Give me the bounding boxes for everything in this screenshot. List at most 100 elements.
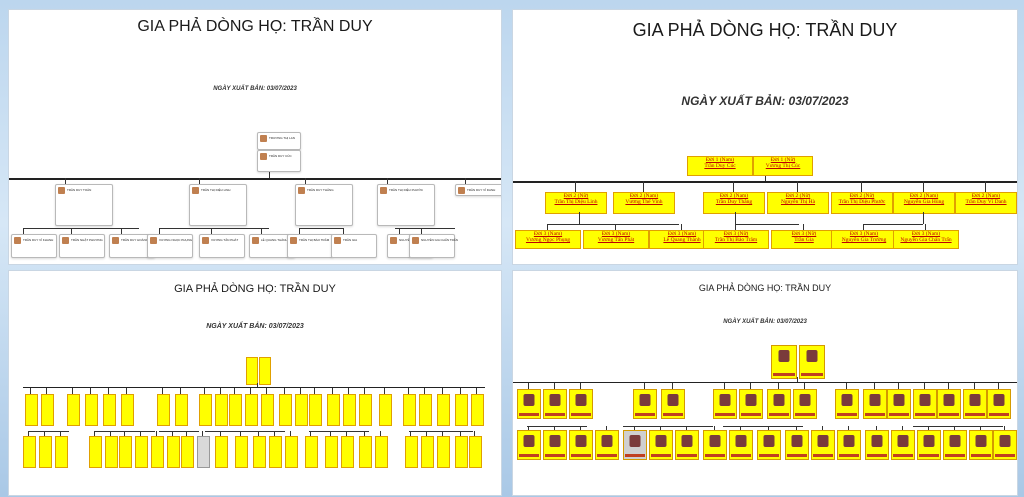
member-card[interactable] (675, 430, 699, 460)
member-card[interactable]: TRƯƠNG THỊ LAN (257, 132, 301, 150)
member-card[interactable] (891, 430, 915, 460)
member-box[interactable] (269, 436, 282, 468)
member-box[interactable] (135, 436, 148, 468)
member-box[interactable] (157, 394, 170, 426)
member-box[interactable] (215, 394, 228, 426)
member-card[interactable] (517, 430, 541, 460)
member-card[interactable]: TRẦN GIA (331, 234, 377, 258)
member-card[interactable] (993, 430, 1017, 460)
member-box[interactable]: Đời 2 (Nữ)Nguyễn Thị Hà (767, 192, 829, 214)
member-card[interactable]: TRẦN DUY VĨ DANH (455, 184, 501, 196)
member-box[interactable] (469, 436, 482, 468)
member-card[interactable] (517, 389, 541, 419)
member-card[interactable] (703, 430, 727, 460)
member-box[interactable] (67, 394, 80, 426)
member-box[interactable] (325, 436, 338, 468)
member-box[interactable] (305, 436, 318, 468)
member-box[interactable]: Đời 3 (Nam)Vương Tấn Phát (583, 230, 649, 249)
member-box[interactable] (327, 394, 340, 426)
member-box[interactable] (235, 436, 248, 468)
member-box[interactable] (437, 436, 450, 468)
member-box[interactable]: Đời 3 (Nam)Nguyễn Gia Chấn Trấn (893, 230, 959, 249)
member-card[interactable] (963, 389, 987, 419)
family-tree-slide-4[interactable]: GIA PHẢ DÒNG HỌ: TRẦN DUY NGÀY XUẤT BẢN:… (512, 270, 1018, 496)
member-box[interactable]: Đời 3 (Nữ)Trần Gia (771, 230, 837, 249)
member-card[interactable] (937, 389, 961, 419)
member-box[interactable] (103, 394, 116, 426)
member-box[interactable] (119, 436, 132, 468)
member-box[interactable] (375, 436, 388, 468)
member-box[interactable] (359, 436, 372, 468)
member-card[interactable] (623, 430, 647, 460)
member-box[interactable]: Đời 3 (Nam)Lê Quang Thành (649, 230, 715, 249)
member-box[interactable] (41, 394, 54, 426)
member-box[interactable] (215, 436, 228, 468)
member-card[interactable]: VƯƠNG TẤN PHÁT (199, 234, 245, 258)
member-card[interactable] (811, 430, 835, 460)
member-box[interactable] (455, 394, 468, 426)
member-card[interactable] (713, 389, 737, 419)
member-box[interactable] (285, 436, 298, 468)
member-card[interactable] (969, 430, 993, 460)
member-box[interactable] (471, 394, 484, 426)
member-card[interactable] (865, 430, 889, 460)
member-card[interactable] (757, 430, 781, 460)
member-card[interactable] (785, 430, 809, 460)
member-card[interactable] (543, 389, 567, 419)
member-box[interactable] (151, 436, 164, 468)
member-card[interactable]: NGUYỄN GIA CHẤN TRẤN (409, 234, 458, 258)
member-card[interactable] (863, 389, 887, 419)
member-box[interactable] (309, 394, 322, 426)
member-card[interactable] (649, 430, 673, 460)
member-box[interactable] (421, 436, 434, 468)
member-box[interactable]: Đời 3 (Nam)Nguyễn Gia Trường (831, 230, 897, 249)
member-box[interactable] (259, 357, 271, 385)
family-tree-slide-3[interactable]: GIA PHẢ DÒNG HỌ: TRẦN DUY NGÀY XUẤT BẢN:… (8, 270, 502, 496)
member-card[interactable] (595, 430, 619, 460)
member-box[interactable] (246, 357, 258, 385)
member-box[interactable] (229, 394, 242, 426)
member-box[interactable] (437, 394, 450, 426)
member-box[interactable] (341, 436, 354, 468)
member-box[interactable] (295, 394, 308, 426)
member-card[interactable]: TRẦN DUY TOÀN (55, 184, 113, 226)
member-card[interactable] (987, 389, 1011, 419)
member-card[interactable] (569, 430, 593, 460)
family-tree-slide-2[interactable]: GIA PHẢ DÒNG HỌ: TRẦN DUY NGÀY XUẤT BẢN:… (512, 9, 1018, 265)
member-box[interactable]: Đời 3 (Nam)Vương Ngọc Phụng (515, 230, 581, 249)
member-box[interactable] (261, 394, 274, 426)
member-box[interactable] (55, 436, 68, 468)
member-box[interactable] (167, 436, 180, 468)
member-card[interactable] (837, 430, 861, 460)
member-box[interactable]: Đời 2 (Nữ)Trần Thị Diệu Phước (831, 192, 893, 214)
member-box[interactable]: Đời 1 (Nữ)Vương Thị Cúc (753, 156, 813, 176)
member-box[interactable] (279, 394, 292, 426)
member-box[interactable] (379, 394, 392, 426)
member-card[interactable] (569, 389, 593, 419)
member-box[interactable] (253, 436, 266, 468)
member-box[interactable] (85, 394, 98, 426)
member-box[interactable]: Đời 2 (Nữ)Trần Thị Diệu Linh (545, 192, 607, 214)
member-box[interactable] (89, 436, 102, 468)
member-box[interactable] (405, 436, 418, 468)
member-card[interactable] (543, 430, 567, 460)
member-card[interactable] (917, 430, 941, 460)
member-box[interactable] (181, 436, 194, 468)
member-box[interactable] (419, 394, 432, 426)
family-tree-slide-1[interactable]: GIA PHẢ DÒNG HỌ: TRẦN DUY NGÀY XUẤT BẢN:… (8, 9, 502, 265)
member-card[interactable] (835, 389, 859, 419)
member-card[interactable]: TRẦN DUY THẮNG (295, 184, 353, 226)
member-box[interactable] (455, 436, 468, 468)
member-box[interactable] (39, 436, 52, 468)
member-card[interactable]: TRẦN DUY VĨ KHANH (11, 234, 57, 258)
member-box[interactable] (25, 394, 38, 426)
member-card[interactable] (739, 389, 763, 419)
member-card[interactable] (661, 389, 685, 419)
member-box[interactable]: Đời 3 (Nữ)Trần Thị Bảo Trâm (703, 230, 769, 249)
member-card[interactable]: VƯƠNG NGỌC PHỤNG (147, 234, 193, 258)
member-box[interactable] (23, 436, 36, 468)
member-card[interactable]: TRẦN DUY CÚC (257, 150, 301, 172)
member-box[interactable] (199, 394, 212, 426)
member-box[interactable] (359, 394, 372, 426)
member-card[interactable]: TRẦN THỊ DIỆU PHƯỚC (377, 184, 435, 226)
